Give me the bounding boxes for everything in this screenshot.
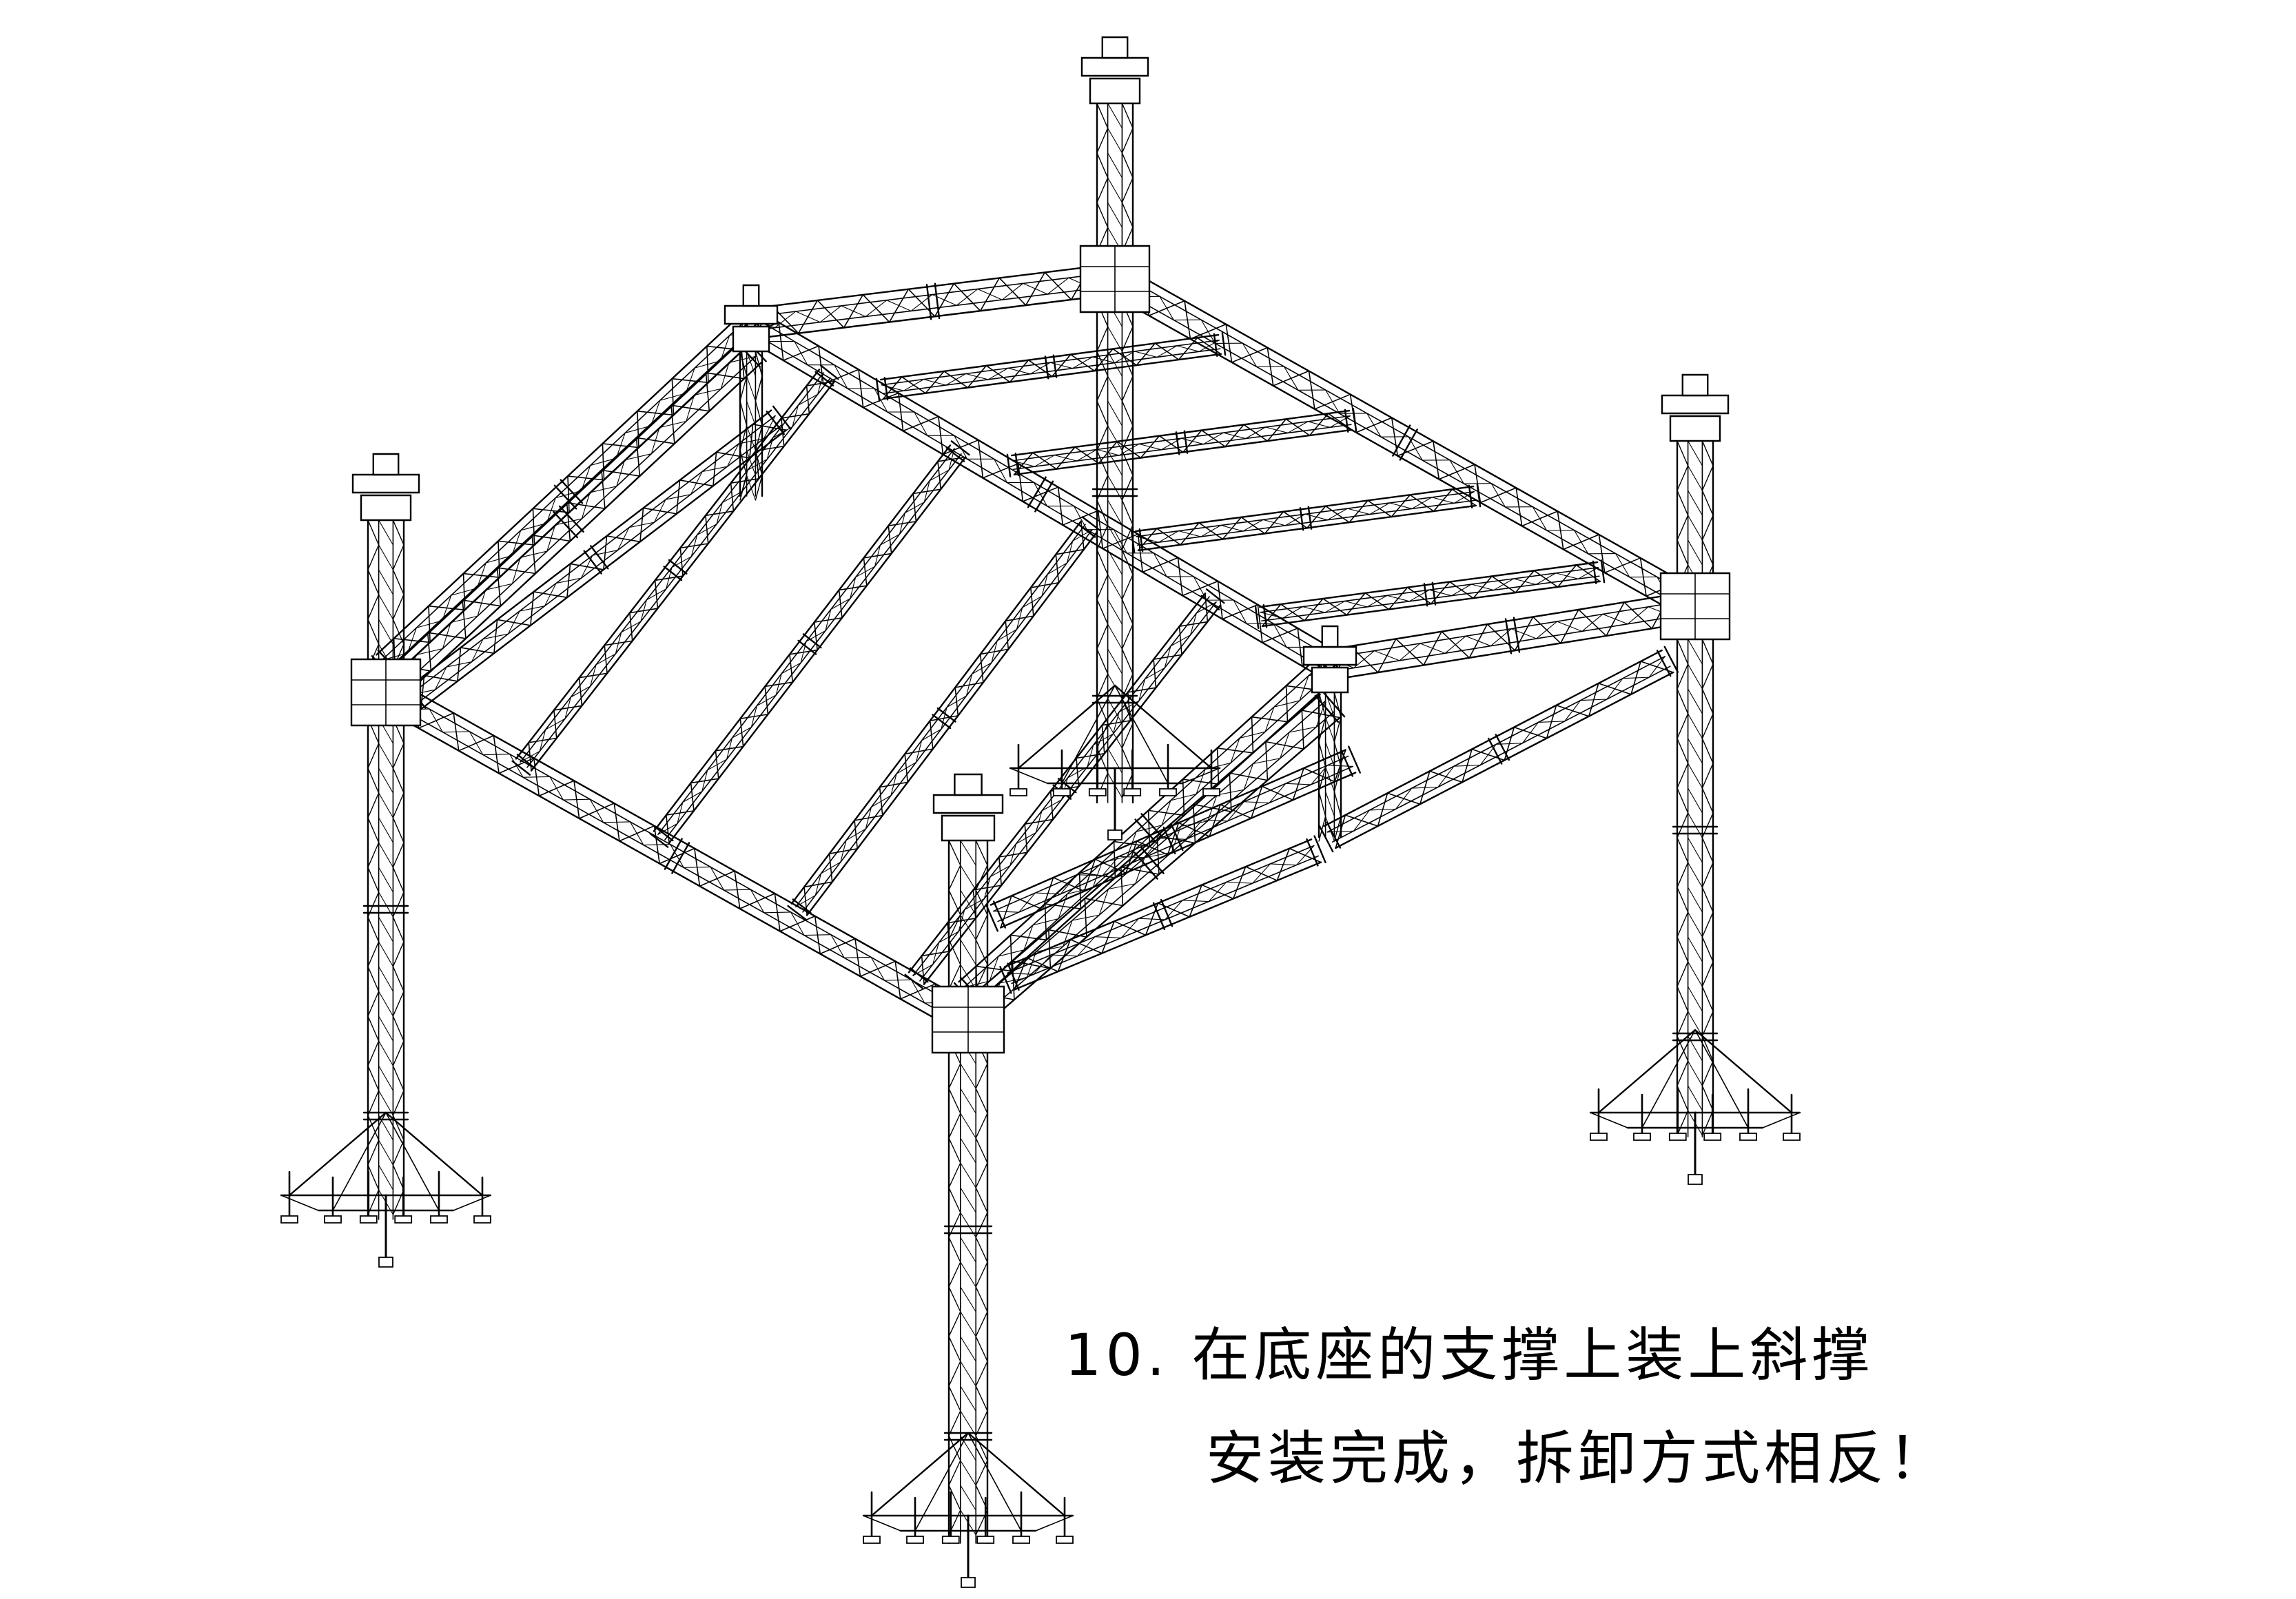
gable-post-right (1302, 625, 1357, 842)
purlin-right-4 (1254, 559, 1606, 629)
purlin-right-1 (875, 332, 1227, 402)
instruction-step-text: 10. 在底座的支撑上装上斜撑 (1065, 1321, 1874, 1389)
column-right (1661, 373, 1730, 1138)
tower-columns (351, 36, 1730, 1545)
purlin-right-3 (1130, 484, 1482, 553)
column-bases (280, 684, 1801, 1588)
base-right (1589, 1029, 1801, 1185)
gable-post-left (724, 284, 779, 501)
purlin-right-2 (1006, 408, 1357, 477)
roof-beam-back-right (1102, 260, 1708, 625)
gable-rafter-left-2 (400, 405, 792, 714)
gable-rafter-right-1 (953, 649, 1345, 1008)
purlin-left-3 (787, 516, 1101, 920)
brace-front-lower (999, 835, 1326, 994)
column-front (932, 773, 1004, 1545)
purlin-left-2 (649, 440, 970, 848)
column-left (351, 453, 420, 1221)
gable-rafter-right-2 (985, 745, 1361, 932)
roof-beam-top-back (744, 260, 1123, 343)
corner-sleeve-front (931, 985, 1005, 1054)
gable-rafter-left-1 (371, 308, 766, 681)
brace-right-lower (1318, 646, 1679, 853)
corner-sleeve-back (1079, 245, 1151, 313)
base-left (280, 1111, 492, 1268)
corner-sleeve-left (350, 658, 422, 727)
roof-beam-left-front (373, 674, 981, 1038)
corner-sleeve-right (1659, 572, 1731, 641)
base-front (862, 1432, 1074, 1588)
base-back (1009, 684, 1221, 840)
roof-trusses (350, 245, 1731, 1054)
purlin-left-1 (511, 364, 839, 776)
instruction-completion-text: 安装完成，拆卸方式相反！ (1206, 1425, 1951, 1492)
